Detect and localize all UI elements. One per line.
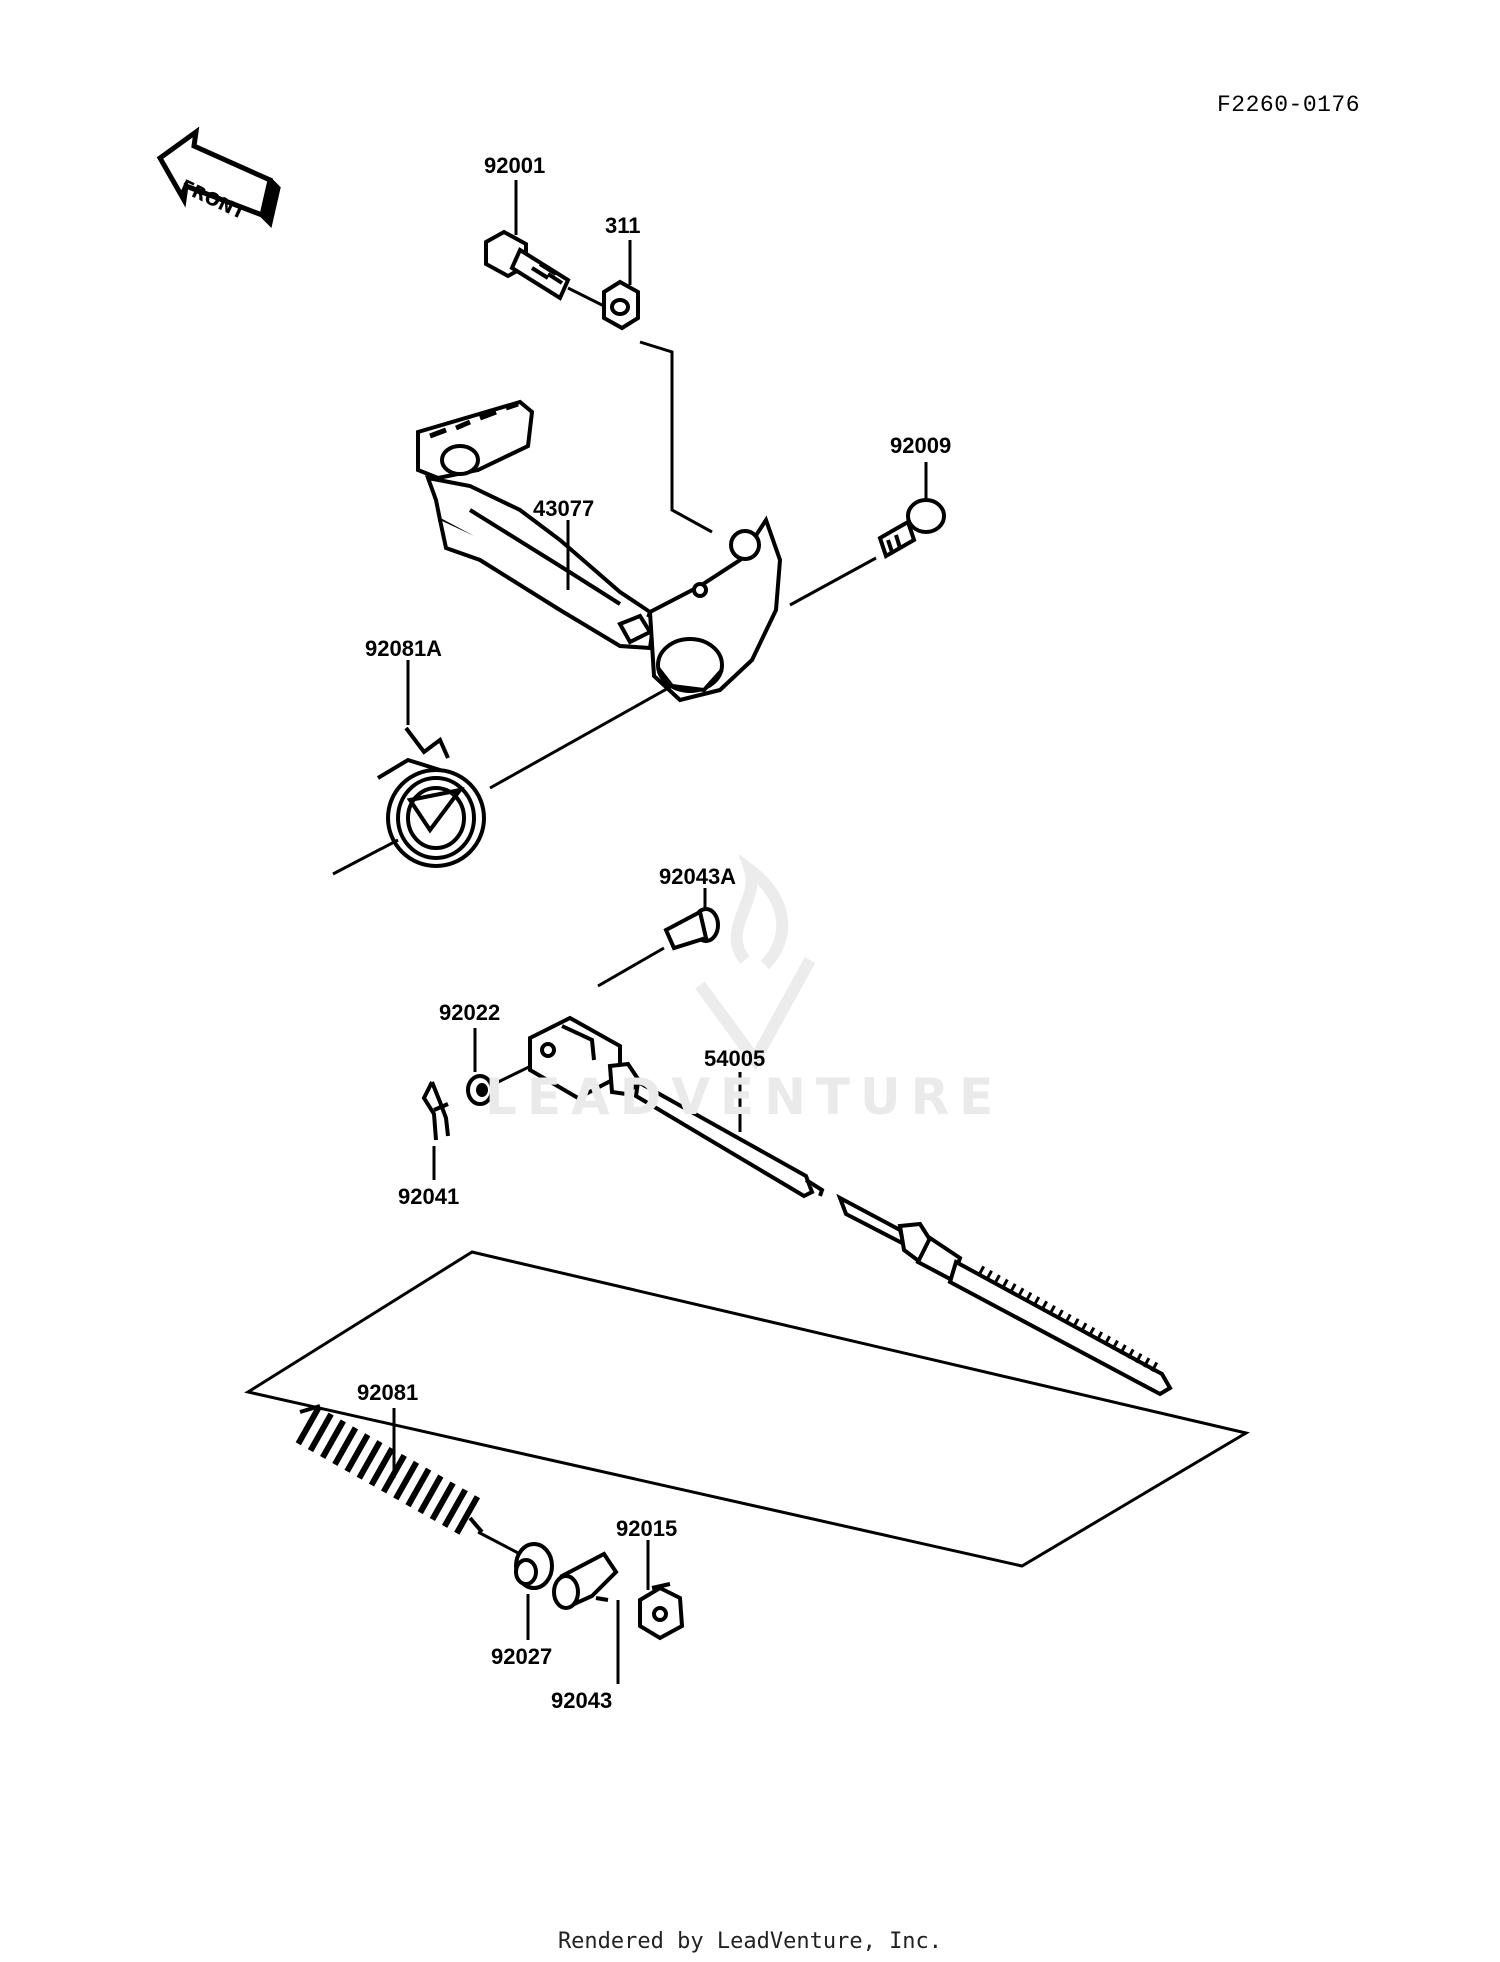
document-code: F2260-0176 xyxy=(1217,92,1361,118)
assembly-line-spring-a xyxy=(489,684,673,790)
assembly-line-92043A xyxy=(597,946,665,988)
part-label-92022: 92022 xyxy=(439,1000,501,1025)
part-label-54005: 54005 xyxy=(704,1046,766,1071)
spring-92081 xyxy=(295,1404,487,1539)
brake-pedal-43077 xyxy=(416,399,783,703)
part-label-92027: 92027 xyxy=(491,1644,553,1669)
part-label-92043A: 92043A xyxy=(659,864,737,889)
assembly-line-spring-b xyxy=(332,838,399,876)
bolt-92009 xyxy=(877,498,946,559)
pin-92043A xyxy=(663,907,720,951)
nut-311 xyxy=(602,279,640,331)
watermark-logo xyxy=(695,853,816,1072)
spring-92081A xyxy=(376,726,486,868)
part-label-92081: 92081 xyxy=(357,1380,419,1405)
part-label-92041: 92041 xyxy=(398,1184,460,1209)
joint-92043 xyxy=(552,1551,619,1610)
part-label-92081A: 92081A xyxy=(365,636,443,661)
assembly-line-311 xyxy=(639,340,713,534)
brake-rod-54005 xyxy=(528,1015,825,1199)
watermark-text: LEADVENTURE xyxy=(485,1068,1004,1126)
part-label-43077: 43077 xyxy=(533,496,595,521)
bolt-92001 xyxy=(484,229,571,301)
adjuster-rod xyxy=(836,1193,1173,1397)
clip-92041 xyxy=(421,1081,450,1141)
assembly-line-92081 xyxy=(477,1530,521,1556)
assembly-line-92009 xyxy=(789,556,877,607)
nut-92015 xyxy=(638,1582,685,1641)
part-label-92009: 92009 xyxy=(890,433,952,458)
part-label-92001: 92001 xyxy=(484,153,546,178)
washer-92022 xyxy=(466,1074,494,1106)
front-arrow-icon xyxy=(156,126,281,228)
assembly-line-bolt xyxy=(567,286,605,308)
part-label-92043: 92043 xyxy=(551,1688,613,1713)
collar-92027 xyxy=(514,1542,554,1590)
footer-credit: Rendered by LeadVenture, Inc. xyxy=(557,1929,943,1954)
part-label-92015: 92015 xyxy=(616,1516,678,1541)
assembly-outline xyxy=(244,1250,1250,1568)
part-label-311: 311 xyxy=(605,213,641,238)
